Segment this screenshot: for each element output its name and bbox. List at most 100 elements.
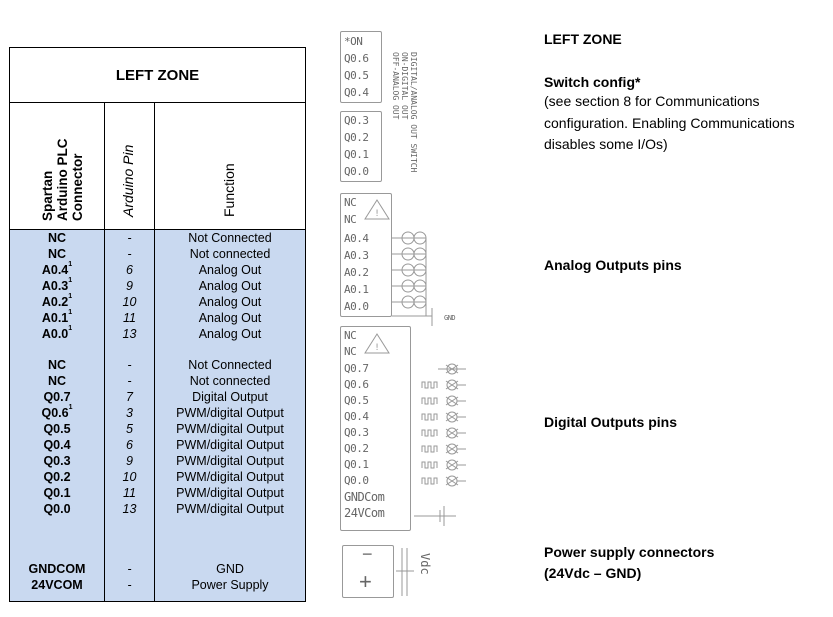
function-cell: Not Connected [188, 231, 272, 245]
connector-cell: A0.01 [10, 325, 104, 342]
table-row: NC-Not Connected [10, 230, 305, 246]
pin-cell: - [127, 578, 132, 592]
output-lamp [446, 459, 458, 471]
function-cell: PWM/digital Output [176, 470, 284, 484]
pin-cell: 10 [122, 470, 137, 484]
pin-cell: - [127, 358, 132, 372]
table-row: 24VCOM - Power Supply [10, 577, 305, 593]
pin-cell: - [127, 374, 132, 388]
pwm-wave [421, 445, 438, 453]
header-connector-line: Connector [70, 153, 85, 222]
table-row: GNDCOM - GND [10, 561, 305, 577]
digital-label: 24VCom [344, 506, 385, 520]
function-cell: PWM/digital Output [176, 406, 284, 420]
pin-cell: 6 [126, 438, 133, 452]
header-function-label: Function [221, 163, 237, 217]
connector-name: GNDCOM [28, 562, 86, 576]
minus-icon: − [362, 544, 373, 564]
connector-name: NC [47, 358, 67, 372]
pin-cell: 9 [126, 454, 133, 468]
function-cell: Digital Output [192, 390, 268, 404]
digital-output-symbols [438, 363, 466, 375]
connector-name: Q0.3 [43, 454, 71, 468]
column-divider [154, 230, 155, 601]
table-body [10, 230, 305, 601]
q-label: Q0.3 [344, 114, 369, 127]
output-lamp [446, 443, 458, 455]
digital-label: NC [344, 329, 357, 342]
connector-cell: Q0.4 [10, 437, 104, 453]
switch-label: Q0.5 [344, 69, 369, 82]
function-cell: Analog Out [198, 263, 262, 277]
power-block [342, 545, 394, 598]
table-title: LEFT ZONE [10, 48, 305, 103]
connector-cell: GNDCOM [10, 561, 104, 577]
table-row: NC - Not connected [10, 373, 305, 389]
connector-cell: NC [10, 246, 104, 262]
q-label: Q0.2 [344, 131, 369, 144]
connector-name: Q0.6 [41, 406, 69, 420]
function-cell: Power Supply [191, 578, 269, 592]
pin-cell: 7 [126, 390, 133, 404]
connector-name: A0.4 [41, 263, 69, 277]
function-cell: PWM/digital Output [176, 454, 284, 468]
digital-label: Q0.4 [344, 410, 369, 423]
q-label: Q0.1 [344, 148, 369, 161]
function-cell: GND [216, 562, 244, 576]
connector-name: A0.3 [41, 279, 69, 293]
function-cell: Not connected [189, 374, 271, 388]
output-lamp [446, 427, 458, 439]
function-cell: PWM/digital Output [176, 486, 284, 500]
connector-cell: Q0.2 [10, 469, 104, 485]
table-row: A0.21 10 Analog Out [10, 293, 305, 310]
pwm-wave [421, 397, 438, 405]
function-cell: PWM/digital Output [176, 502, 284, 516]
digital-label: Q0.5 [344, 394, 369, 407]
function-cell: PWM/digital Output [176, 438, 284, 452]
column-divider [104, 230, 105, 601]
table-row: Q0.3 9 PWM/digital Output [10, 453, 305, 469]
connector-name: NC [47, 247, 67, 261]
header-pin: Arduino Pin [105, 103, 155, 230]
switch-label: Q0.6 [344, 52, 369, 65]
pin-cell: 5 [126, 422, 133, 436]
connector-name: NC [47, 231, 67, 245]
connector-cell: NC [10, 373, 104, 389]
pin-cell: 13 [122, 502, 137, 516]
connector-name: Q0.2 [43, 470, 71, 484]
table-row: NC-Not Connected [10, 357, 305, 373]
connector-name: A0.1 [41, 311, 69, 325]
table-row: Q0.4 6 PWM/digital Output [10, 437, 305, 453]
switch-text: OFF-ANALOG OUT [391, 52, 400, 120]
connector-name: NC [47, 374, 67, 388]
header-connector-line: Spartan [40, 170, 55, 221]
pin-cell: 11 [123, 486, 136, 500]
connector-cell: A0.21 [10, 293, 104, 310]
footnote-mark: 1 [68, 309, 73, 316]
function-cell: Analog Out [198, 311, 262, 325]
output-lamp [446, 411, 458, 423]
connector-name: A0.2 [41, 295, 69, 309]
digital-label: Q0.1 [344, 458, 369, 471]
switch-label: Q0.4 [344, 86, 369, 99]
ground-symbol [414, 506, 456, 526]
connector-cell: 24VCOM [10, 577, 104, 593]
function-cell: Analog Out [198, 295, 262, 309]
connector-name: Q0.0 [43, 502, 71, 516]
switch-desc-line: disables some I/Os) [544, 136, 668, 152]
pin-cell: 10 [122, 295, 137, 309]
output-lamp [446, 395, 458, 407]
pwm-wave [421, 429, 438, 437]
footnote-mark: 1 [68, 293, 73, 300]
pin-cell: 6 [126, 263, 133, 277]
pin-cell: - [127, 562, 132, 576]
pwm-wave [421, 477, 438, 485]
switch-text: DIGITAL/ANALOG OUT SWITCH [409, 52, 418, 173]
header-pin-label: Arduino Pin [120, 144, 136, 217]
header-connector: Spartan Arduino PLC Connector [10, 103, 105, 230]
pin-cell: 3 [126, 406, 133, 420]
